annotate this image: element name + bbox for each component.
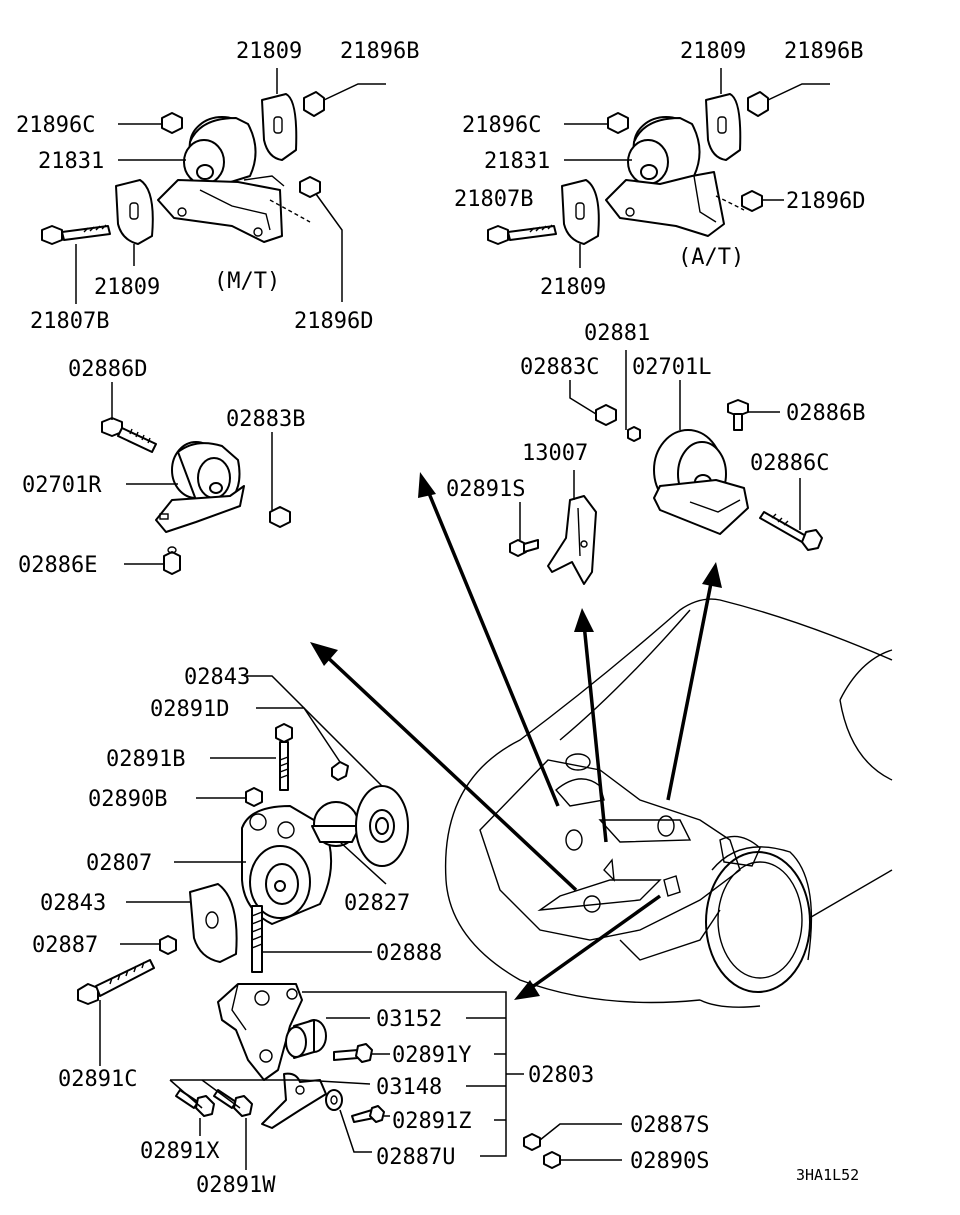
label-at-21809-bottom: 21809 <box>540 275 606 300</box>
label-mt-21807b: 21807B <box>30 309 109 334</box>
label-02887: 02887 <box>32 933 98 958</box>
label-03148: 03148 <box>376 1075 442 1100</box>
label-02891x: 02891X <box>140 1139 220 1164</box>
label-02886c: 02886C <box>750 451 829 476</box>
label-mt-21896b: 21896B <box>340 39 419 64</box>
label-mt-21809-top: 21809 <box>236 39 302 64</box>
engine-mount-left <box>595 399 823 551</box>
label-at-21809-top: 21809 <box>680 39 746 64</box>
label-02891s: 02891S <box>446 477 525 502</box>
label-02827: 02827 <box>344 891 410 916</box>
label-02807: 02807 <box>86 851 152 876</box>
label-02890s: 02890S <box>630 1149 709 1174</box>
label-at-21896d: 21896D <box>786 189 865 214</box>
label-02891y: 02891Y <box>392 1043 471 1068</box>
label-02701r: 02701R <box>22 473 102 498</box>
label-02843-mid: 02843 <box>40 891 106 916</box>
label-02888: 02888 <box>376 941 442 966</box>
front-mount-assembly <box>77 723 409 1005</box>
label-13007: 13007 <box>522 441 588 466</box>
at-mount-assembly <box>487 91 769 245</box>
label-03152: 03152 <box>376 1007 442 1032</box>
car-front-outline <box>444 598 893 1008</box>
diagram-code: 3HA1L52 <box>796 1166 859 1184</box>
label-02891z: 02891Z <box>392 1109 471 1134</box>
label-mt-variant: (M/T) <box>214 269 280 294</box>
engine-mount-right <box>101 417 291 575</box>
mt-mount-assembly <box>41 91 325 245</box>
label-02881: 02881 <box>584 321 650 346</box>
rod-assembly-02803 <box>175 983 561 1169</box>
leader-lines <box>75 68 830 1170</box>
bracket-13007 <box>509 495 597 585</box>
label-at-21831: 21831 <box>484 149 550 174</box>
label-02891b: 02891B <box>106 747 185 772</box>
label-02886d: 02886D <box>68 357 147 382</box>
label-02887s: 02887S <box>630 1113 709 1138</box>
label-02891c: 02891C <box>58 1067 137 1092</box>
label-02701l: 02701L <box>632 355 711 380</box>
label-02891d: 02891D <box>150 697 229 722</box>
label-02883c: 02883C <box>520 355 599 380</box>
label-mt-21809-bottom: 21809 <box>94 275 160 300</box>
label-02803: 02803 <box>528 1063 594 1088</box>
label-02886e: 02886E <box>18 553 97 578</box>
label-at-21807b: 21807B <box>454 187 533 212</box>
label-mt-21896c: 21896C <box>16 113 95 138</box>
label-mt-21831: 21831 <box>38 149 104 174</box>
location-arrows <box>310 472 722 1000</box>
label-02887u: 02887U <box>376 1145 455 1170</box>
label-02890b: 02890B <box>88 787 167 812</box>
label-02886b: 02886B <box>786 401 865 426</box>
label-02891w: 02891W <box>196 1173 276 1198</box>
label-02843-top: 02843 <box>184 665 250 690</box>
label-at-variant: (A/T) <box>678 245 744 270</box>
label-02883b: 02883B <box>226 407 305 432</box>
label-at-21896b: 21896B <box>784 39 863 64</box>
part-labels: 21809 21896B 21896C 21831 21809 (M/T) 21… <box>16 39 865 1198</box>
label-at-21896c: 21896C <box>462 113 541 138</box>
label-mt-21896d: 21896D <box>294 309 373 334</box>
